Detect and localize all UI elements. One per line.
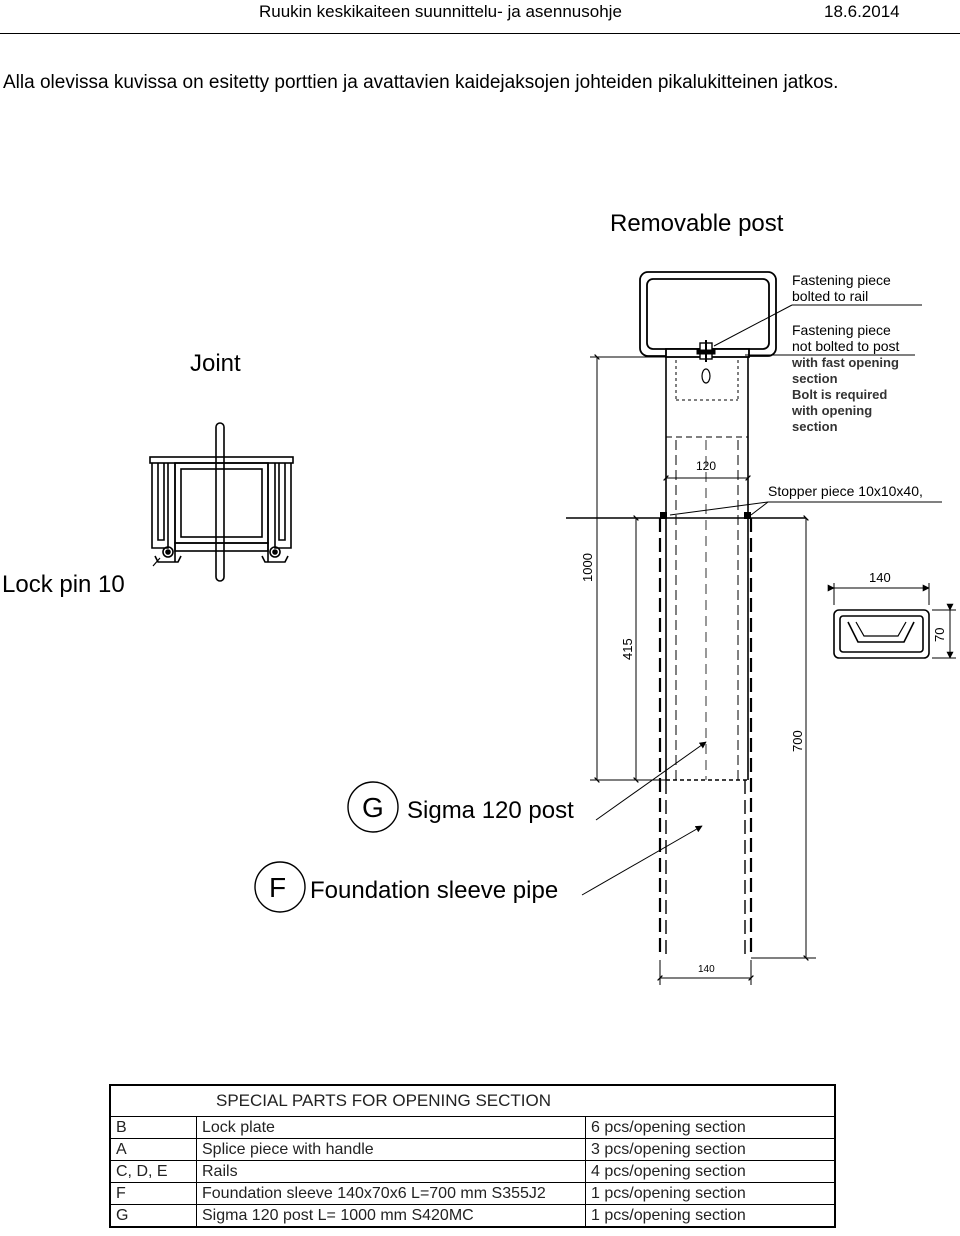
- intro-text: Alla olevissa kuvissa on esitetty portti…: [3, 72, 839, 93]
- part-description: Splice piece with handle: [196, 1138, 586, 1161]
- special-parts-table: SPECIAL PARTS FOR OPENING SECTION B Lock…: [109, 1084, 836, 1228]
- part-quantity: 6 pcs/opening section: [585, 1116, 836, 1139]
- joint-title: Joint: [190, 350, 241, 377]
- fastening-not-bolted-line1: Fastening piece: [792, 322, 891, 338]
- table-row: A Splice piece with handle 3 pcs/opening…: [109, 1138, 836, 1161]
- part-description: Foundation sleeve 140x70x6 L=700 mm S355…: [196, 1182, 586, 1205]
- fastening-bolted-line1: Fastening piece: [792, 272, 891, 288]
- header-title: Ruukin keskikaiteen suunnittelu- ja asen…: [259, 2, 622, 21]
- header-date: 18.6.2014: [824, 2, 900, 21]
- note-line4: with opening: [791, 403, 872, 418]
- table-row: C, D, E Rails 4 pcs/opening section: [109, 1160, 836, 1183]
- part-code: G: [109, 1204, 197, 1228]
- removable-post-title: Removable post: [610, 210, 784, 237]
- note-line5: section: [792, 419, 838, 434]
- part-description: Lock plate: [196, 1116, 586, 1139]
- part-quantity: 3 pcs/opening section: [585, 1138, 836, 1161]
- part-quantity: 1 pcs/opening section: [585, 1182, 836, 1205]
- part-code: C, D, E: [109, 1160, 197, 1183]
- dim-section-width: 140: [869, 570, 891, 585]
- table-title: SPECIAL PARTS FOR OPENING SECTION: [109, 1084, 836, 1117]
- fastening-bolted-line2: bolted to rail: [792, 288, 868, 304]
- note-line3: Bolt is required: [792, 387, 887, 402]
- fastening-not-bolted-line2: not bolted to post: [792, 338, 900, 354]
- removable-post-detail: Removable post: [254, 210, 956, 985]
- part-code: F: [109, 1182, 197, 1205]
- dim-above-ground: 415: [620, 638, 635, 660]
- callout-f-text: Foundation sleeve pipe: [310, 877, 558, 904]
- callout-g-text: Sigma 120 post: [407, 797, 574, 824]
- stopper-label: Stopper piece 10x10x40,: [768, 483, 923, 499]
- dim-sleeve-length: 700: [790, 730, 805, 752]
- part-description: Sigma 120 post L= 1000 mm S420MC: [196, 1204, 586, 1228]
- lock-pin-label: Lock pin 10: [2, 571, 125, 598]
- callout-g-letter: G: [362, 792, 384, 823]
- header-divider: [0, 33, 960, 34]
- callout-f-letter: F: [269, 872, 286, 903]
- table-row: B Lock plate 6 pcs/opening section: [109, 1116, 836, 1139]
- dim-section-height: 70: [932, 628, 947, 642]
- part-quantity: 4 pcs/opening section: [585, 1160, 836, 1183]
- note-line1: with fast opening: [791, 355, 899, 370]
- note-line2: section: [792, 371, 838, 386]
- joint-detail: Joint Lock pin 10: [2, 350, 294, 598]
- table-row: G Sigma 120 post L= 1000 mm S420MC 1 pcs…: [109, 1204, 836, 1228]
- dim-sleeve-width: 140: [698, 964, 715, 975]
- part-code: B: [109, 1116, 197, 1139]
- technical-drawing: Joint Lock pin 10 Removable post: [2, 210, 956, 985]
- table-title-row: SPECIAL PARTS FOR OPENING SECTION: [109, 1084, 836, 1117]
- part-description: Rails: [196, 1160, 586, 1183]
- table-row: F Foundation sleeve 140x70x6 L=700 mm S3…: [109, 1182, 836, 1205]
- part-code: A: [109, 1138, 197, 1161]
- dim-post-width: 120: [696, 459, 716, 473]
- part-quantity: 1 pcs/opening section: [585, 1204, 836, 1228]
- dim-post-length: 1000: [580, 553, 595, 582]
